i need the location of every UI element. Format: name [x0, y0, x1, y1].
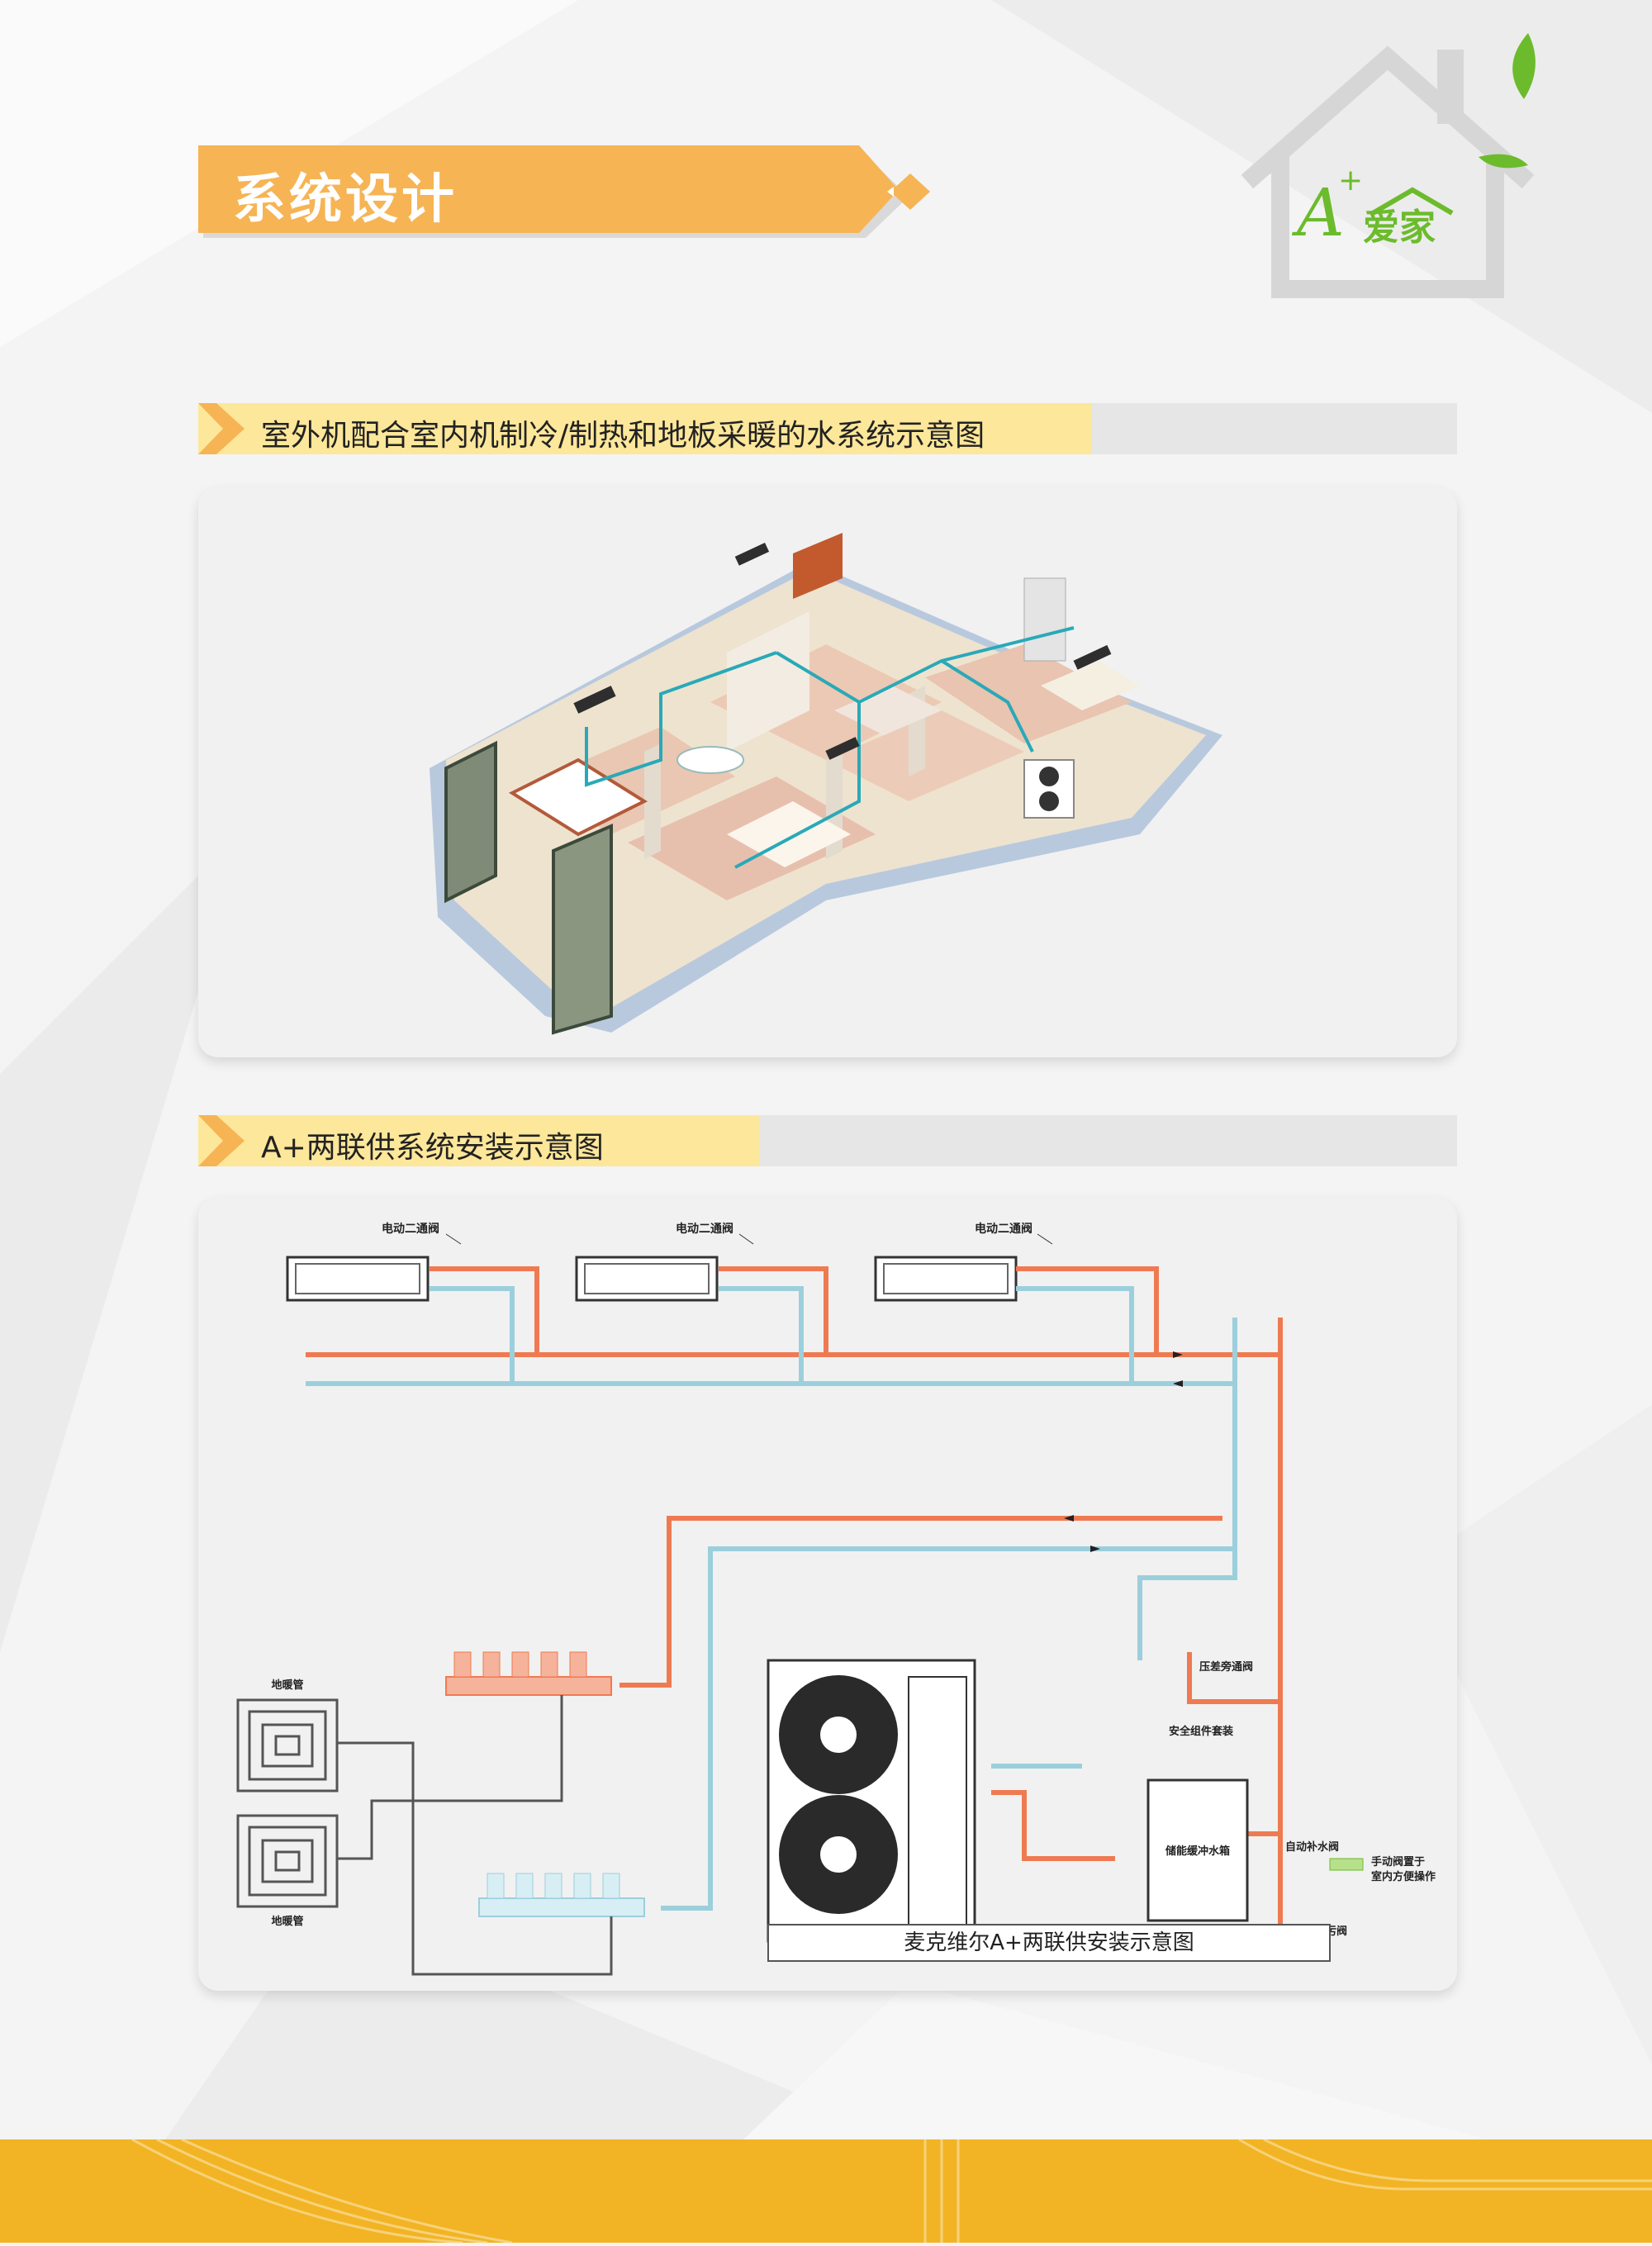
apartment-cutaway-illustration: [430, 533, 1222, 1035]
floor-heating-manifold-cold: [478, 1873, 645, 1917]
buffer-tank-label: 储能缓冲水箱: [1165, 1845, 1230, 1858]
fan-coil-unit: [874, 1256, 1018, 1302]
diagram-caption: 麦克维尔A+两联供安装示意图: [904, 1930, 1194, 1955]
installation-diagram-card: 电动二通阀 电动二通阀 电动二通阀: [198, 1198, 1457, 1991]
logo-a: A: [1291, 174, 1345, 251]
logo-plus: +: [1338, 164, 1363, 197]
auto-fill-valve-label: 自动补水阀: [1285, 1840, 1339, 1854]
bypass-valve-label: 压差旁通阀: [1199, 1660, 1253, 1674]
chevron-right-icon: [198, 1115, 244, 1166]
manual-valve-note: 室内方便操作: [1371, 1870, 1436, 1883]
section2-heading-bar: A+两联供系统安装示意图: [198, 1115, 1457, 1166]
fan-coil-unit: [286, 1256, 430, 1302]
title-banner: [198, 145, 930, 238]
valve-label: 电动二通阀: [676, 1222, 733, 1236]
page-title: 系统设计: [233, 169, 458, 230]
fan-coil-unit: [575, 1256, 719, 1302]
diagram-caption-box: [767, 1924, 1331, 1962]
floor-heating-manifold-hot: [445, 1651, 612, 1696]
safety-kit-label: 安全组件套装: [1169, 1725, 1233, 1738]
floor-heating-coil: [236, 1695, 613, 1976]
cold-water-pipes: [306, 1286, 1237, 1911]
manual-valve-icon: [1329, 1858, 1364, 1871]
floor-pipe-label: 地暖管: [271, 1915, 303, 1928]
installation-diagram: 电动二通阀 电动二通阀 电动二通阀: [236, 1222, 1436, 1976]
house-outline-icon: [1241, 45, 1535, 298]
section1-heading: 室外机配合室内机制冷/制热和地板采暖的水系统示意图: [261, 419, 985, 453]
section2-heading: A+两联供系统安装示意图: [261, 1131, 604, 1165]
outdoor-heat-pump-unit: [767, 1659, 976, 1943]
valve-label: 电动二通阀: [975, 1222, 1032, 1236]
floor-pipe-label: 地暖管: [271, 1679, 303, 1692]
flow-arrow-icons: [1064, 1351, 1183, 1552]
valve-label: 电动二通阀: [382, 1222, 439, 1236]
brand-logo: A + 爱家: [1241, 33, 1536, 298]
section1-heading-bar: 室外机配合室内机制冷/制热和地板采暖的水系统示意图: [198, 403, 1457, 454]
footer-pattern: [131, 2138, 1652, 2244]
leaf-icon: [1512, 33, 1536, 99]
apartment-illustration-card: [198, 487, 1457, 1057]
chevron-right-icon: [198, 403, 244, 454]
buffer-tank: 储能缓冲水箱: [1146, 1778, 1249, 1922]
manual-valve-note: 手动阀置于: [1371, 1855, 1425, 1869]
footer-band: [0, 2138, 1652, 2244]
leaf-icon: [1479, 154, 1528, 169]
